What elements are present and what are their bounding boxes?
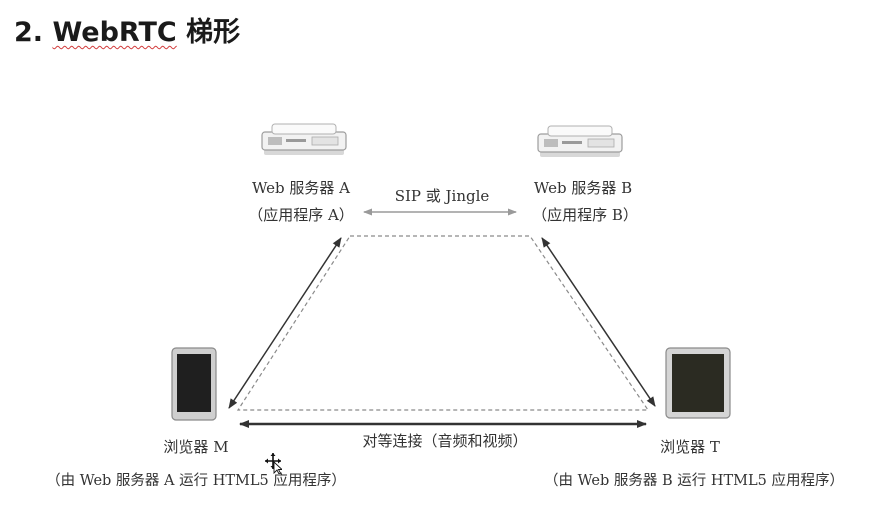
browser-t-sub: （由 Web 服务器 B 运行 HTML5 应用程序） [544,471,844,489]
right-diagonal-arrow [542,238,655,406]
server-b-icon [538,126,622,157]
browser-m-sub: （由 Web 服务器 A 运行 HTML5 应用程序） [46,471,346,489]
move-cursor-icon [264,452,282,474]
server-a-sub: （应用程序 A） [248,206,354,224]
trapezoid-dashed-outline [238,236,648,410]
browser-t-name: 浏览器 T [660,438,720,456]
signaling-label: SIP 或 Jingle [395,187,490,205]
browser-t-icon [666,348,730,418]
server-a-name: Web 服务器 A [252,179,350,197]
server-b-name: Web 服务器 B [534,179,632,197]
left-diagonal-arrow [229,238,341,408]
server-a-icon [262,124,346,155]
server-b-sub: （应用程序 B） [532,206,638,224]
browser-m-icon [172,348,216,420]
browser-m-name: 浏览器 M [163,438,228,456]
peer-connection-label: 对等连接（音频和视频） [362,432,527,450]
